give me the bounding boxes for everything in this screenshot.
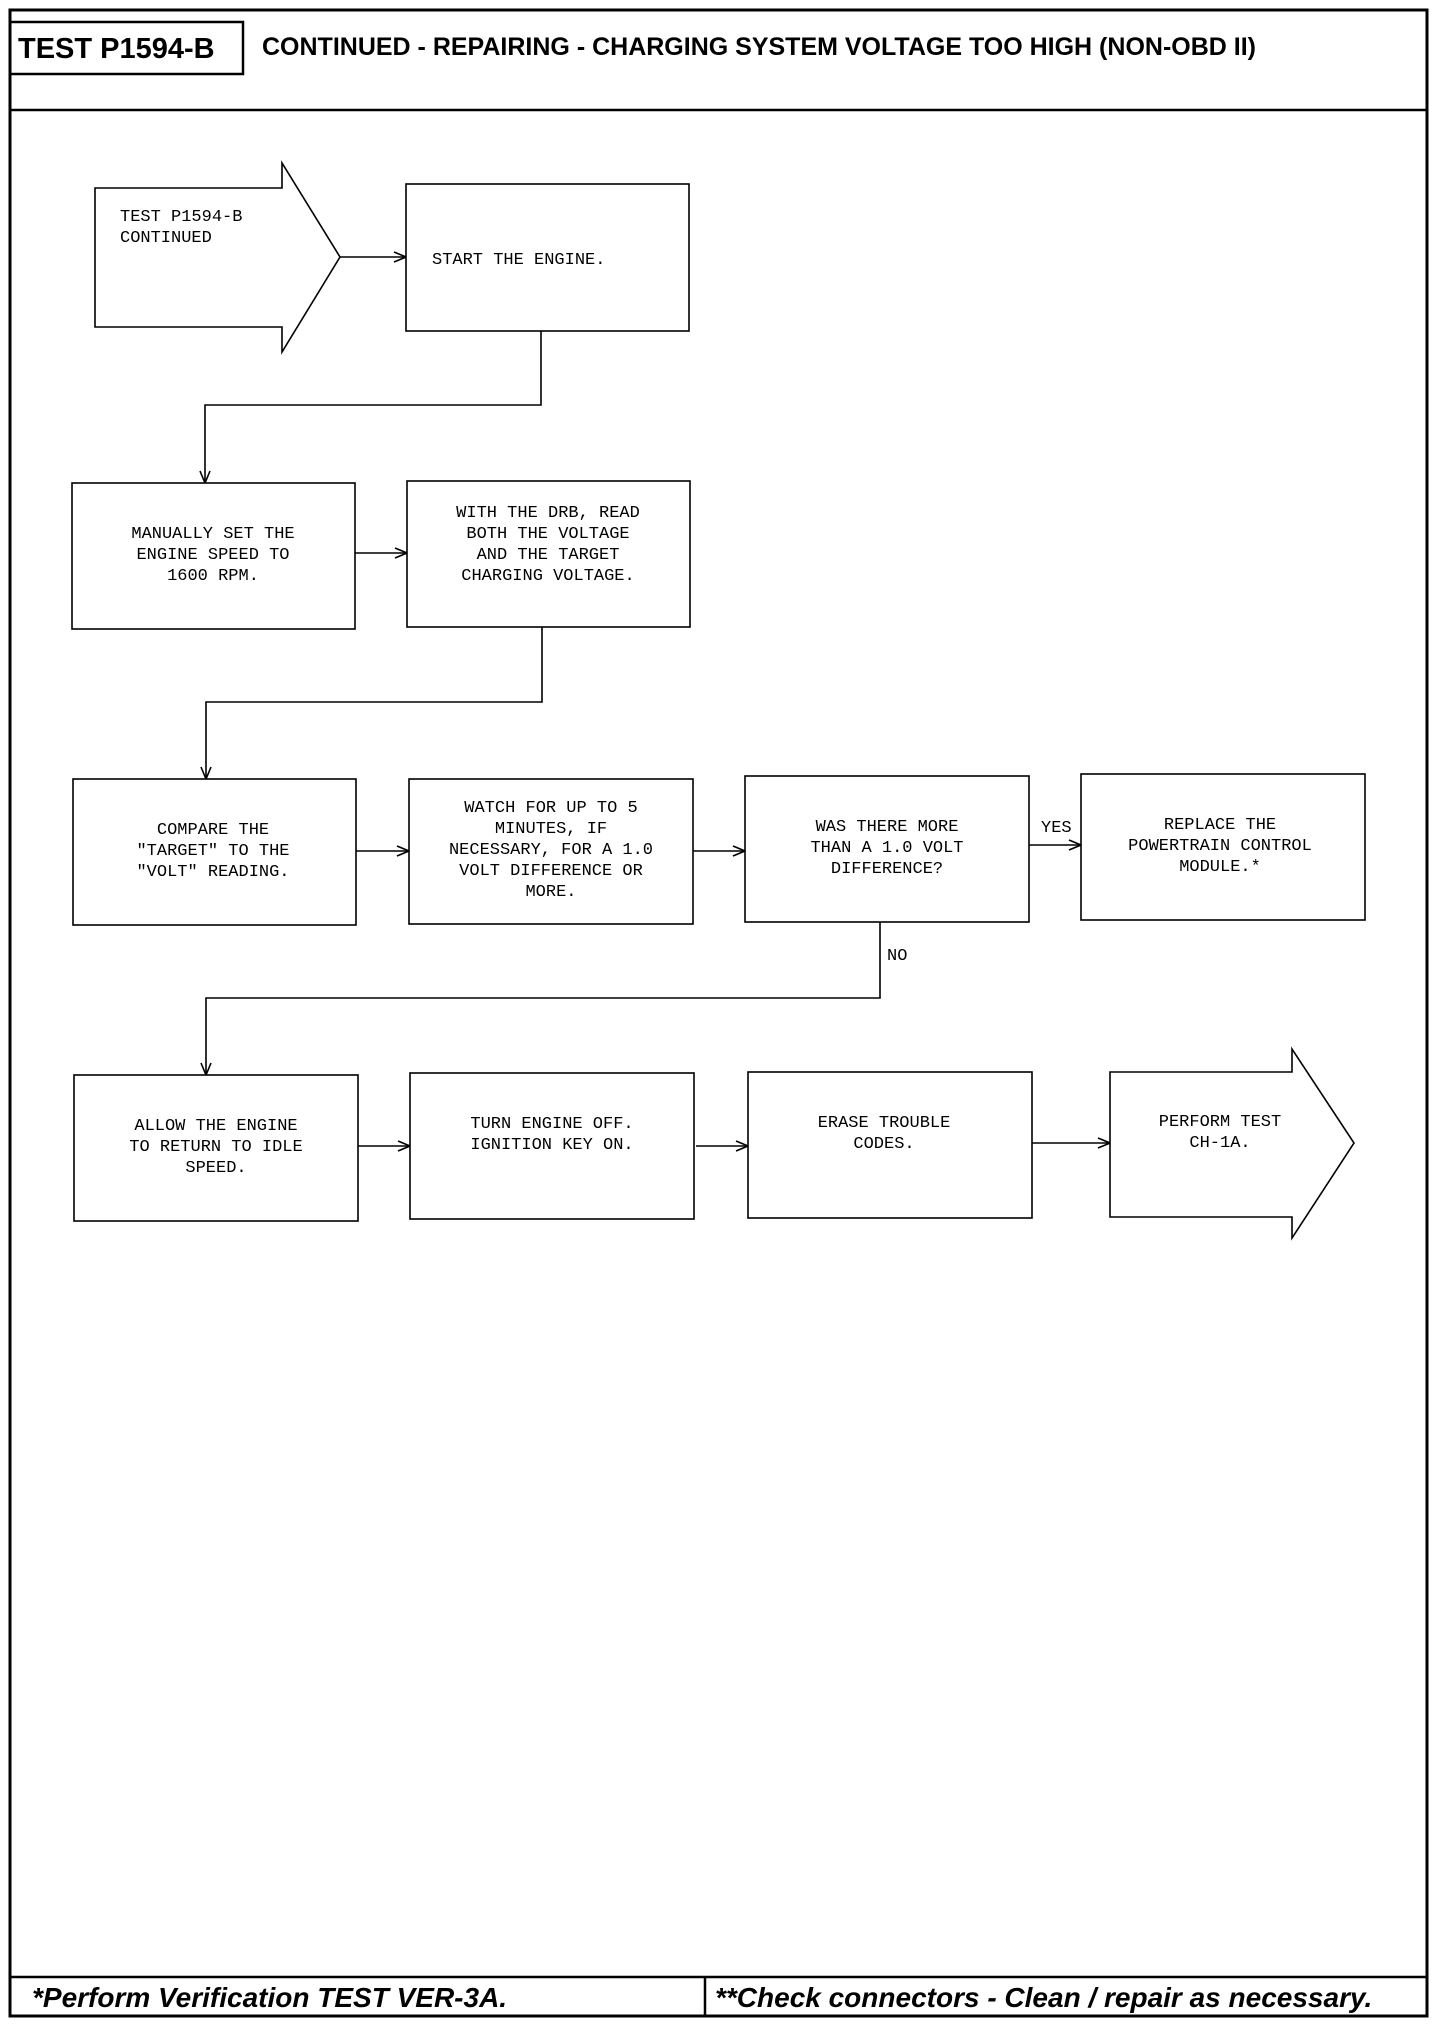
compare-line: "TARGET" TO THE [136,842,289,861]
set-speed-line: ENGINE SPEED TO [136,546,289,565]
erase-codes-line: CODES. [853,1135,914,1154]
read-drb-text: WITH THE DRB, READ BOTH THE VOLTAGE AND TH… [456,504,640,586]
perform-test-line: PERFORM TEST [1159,1113,1281,1132]
perform-test-text: PERFORM TEST CH-1A. [1159,1113,1281,1153]
compare-box [72,778,357,926]
allow-idle-text: ALLOW THE ENGINE TO RETURN TO IDLE SPEED. [129,1117,302,1178]
compare-line: "VOLT" READING. [136,863,289,882]
watch-line: NECESSARY, FOR A 1.0 [449,841,653,860]
decision-text: WAS THERE MORE THAN A 1.0 VOLT DIFFERENCE? [810,818,963,879]
yes-label: YES [1041,819,1072,838]
connector-decision-no [206,922,881,1075]
connector-read-to-compare [206,627,543,779]
turn-off-line: TURN ENGINE OFF. [470,1115,633,1134]
watch-line: MORE. [525,883,576,902]
test-label-box [8,20,245,76]
footer: *Perform Verification TEST VER-3A. **Che… [10,1975,1427,2016]
allow-idle-line: ALLOW THE ENGINE [134,1117,297,1136]
erase-codes-line: ERASE TROUBLE [818,1114,951,1133]
read-drb-line: CHARGING VOLTAGE. [461,567,634,586]
compare-text: COMPARE THE "TARGET" TO THE "VOLT" READING… [136,821,289,882]
no-label: NO [887,947,907,966]
nodes [71,160,1366,1241]
watch-box [408,778,694,925]
page-border [8,8,1429,2018]
entry-line: TEST P1594-B [120,208,242,227]
compare-line: COMPARE THE [157,821,269,840]
footer-connector-note: **Check connectors - Clean / repair as n… [715,1982,1372,2013]
turn-off-box [409,1072,695,1220]
footer-verification-note: *Perform Verification TEST VER-3A. [32,1982,507,2013]
decision-box [744,775,1030,923]
start-engine-line: START THE ENGINE. [432,251,605,270]
start-engine-text: START THE ENGINE. [432,251,605,270]
erase-codes-text: ERASE TROUBLE CODES. [818,1114,951,1154]
read-drb-box [406,480,691,628]
replace-pcm-text: REPLACE THE POWERTRAIN CONTROL MODULE.* [1128,816,1312,877]
turn-off-text: TURN ENGINE OFF. IGNITION KEY ON. [470,1115,633,1155]
replace-pcm-line: REPLACE THE [1164,816,1276,835]
set-speed-line: 1600 RPM. [167,567,259,586]
set-speed-line: MANUALLY SET THE [131,525,294,544]
allow-idle-line: SPEED. [185,1159,246,1178]
perform-test-line: CH-1A. [1189,1134,1250,1153]
watch-text: WATCH FOR UP TO 5 MINUTES, IF NECESSARY, F… [449,799,653,902]
replace-pcm-box [1080,773,1366,921]
watch-line: MINUTES, IF [495,820,607,839]
decision-line: WAS THERE MORE [816,818,959,837]
watch-line: WATCH FOR UP TO 5 [464,799,637,818]
header: TEST P1594-B CONTINUED - REPAIRING - CHA… [8,20,1427,112]
start-engine-box [405,183,690,332]
connector-start-to-set-speed [205,331,542,483]
turn-off-line: IGNITION KEY ON. [470,1136,633,1155]
decision-line: THAN A 1.0 VOLT [810,839,963,858]
decision-line: DIFFERENCE? [831,860,943,879]
page-title: CONTINUED - REPAIRING - CHARGING SYSTEM … [262,33,1256,61]
erase-codes-box [747,1071,1033,1219]
read-drb-line: WITH THE DRB, READ [456,504,640,523]
set-speed-box [71,482,356,630]
perform-test-arrow [1109,1046,1355,1241]
watch-line: VOLT DIFFERENCE OR [459,862,643,881]
allow-idle-line: TO RETURN TO IDLE [129,1138,302,1157]
read-drb-line: BOTH THE VOLTAGE [466,525,629,544]
set-speed-text: MANUALLY SET THE ENGINE SPEED TO 1600 RPM. [131,525,294,586]
entry-text: TEST P1594-B CONTINUED [120,208,242,248]
entry-line: CONTINUED [120,229,212,248]
entry-arrow [94,160,341,355]
allow-idle-box [73,1074,359,1222]
read-drb-line: AND THE TARGET [477,546,620,565]
test-label: TEST P1594-B [18,33,215,65]
replace-pcm-line: MODULE.* [1179,858,1261,877]
connectors [205,257,1110,1146]
replace-pcm-line: POWERTRAIN CONTROL [1128,837,1312,856]
